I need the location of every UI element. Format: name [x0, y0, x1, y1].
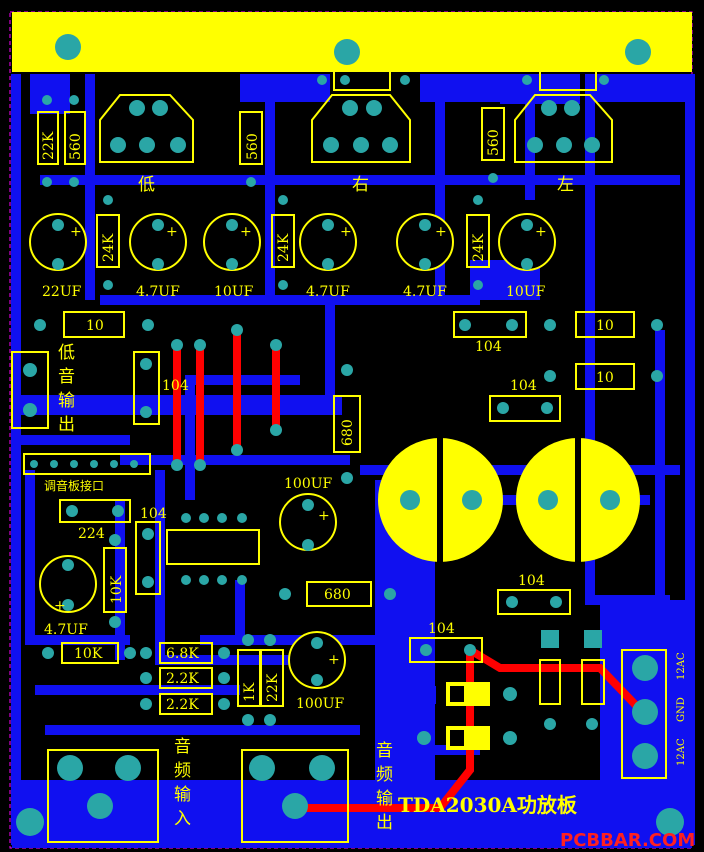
audio-input-label: 音 频 输 入: [174, 737, 191, 829]
svg-text:+: +: [340, 224, 352, 240]
label-10k-a: 10K: [74, 646, 103, 662]
label-10-b: 10: [596, 318, 614, 334]
channel-label-low: 低: [138, 175, 155, 195]
label-104-e: 104: [518, 573, 545, 589]
audio-output-char: 频: [376, 765, 393, 785]
power-label-12ac-top: 12AC: [676, 652, 687, 680]
label-560-b: 560: [245, 133, 261, 160]
low-output-char: 输: [58, 391, 75, 411]
pot-pads: [110, 100, 600, 153]
electrolytic-caps: [29, 213, 556, 689]
potentiometers: [99, 94, 613, 163]
svg-text:+: +: [435, 224, 447, 240]
audio-output-char: 音: [376, 741, 393, 761]
label-680-a: 680: [340, 419, 356, 446]
label-22k: 22K: [41, 131, 57, 160]
low-output-label: 低 音 输 出: [58, 343, 75, 435]
tone-interface-label: 调音板接口: [44, 478, 104, 493]
label-104-c: 104: [162, 378, 189, 394]
audio-input-char: 音: [174, 737, 191, 757]
mount-hole: [55, 34, 81, 60]
label-68k: 6.8K: [166, 646, 199, 662]
label-22k-b: 2.2K: [166, 671, 199, 687]
label-10-a: 10: [86, 318, 104, 334]
label-100uf-a: 100UF: [284, 476, 333, 492]
label-22k-d: 22K: [265, 673, 281, 702]
low-output-char: 音: [58, 367, 75, 387]
label-10uf-b: 10UF: [506, 284, 546, 300]
label-10uf-a: 10UF: [214, 284, 254, 300]
label-224: 224: [78, 526, 105, 542]
audio-input-char: 频: [174, 761, 191, 781]
filter-caps: [378, 438, 640, 562]
channel-label-right: 右: [352, 175, 369, 195]
label-47uf-a: 4.7UF: [136, 284, 180, 300]
label-10k-b: 10K: [109, 575, 125, 604]
label-104-f: 104: [428, 621, 455, 637]
label-1k: 1K: [242, 682, 258, 702]
label-680-b: 680: [324, 587, 351, 603]
channel-label-left: 左: [557, 175, 574, 195]
svg-text:+: +: [240, 224, 252, 240]
label-24k-a: 24K: [101, 233, 117, 262]
board-title: TDA2030A功放板: [398, 793, 578, 817]
label-104-b: 104: [510, 378, 537, 394]
label-22k-c: 2.2K: [166, 697, 199, 713]
audio-input-char: 入: [174, 809, 191, 829]
label-47uf-b: 4.7UF: [306, 284, 350, 300]
label-560-c: 560: [486, 129, 502, 156]
label-104-a: 104: [475, 339, 502, 355]
cap-pads: [52, 219, 533, 686]
mount-hole: [625, 39, 651, 65]
copper-traces: [11, 74, 695, 845]
red-traces: [173, 330, 653, 812]
svg-text:+: +: [328, 652, 340, 668]
polarity-marks: + + + + + + + + +: [54, 224, 547, 668]
low-output-char: 出: [58, 415, 75, 435]
label-47uf-d: 4.7UF: [44, 622, 88, 638]
label-22uf: 22UF: [42, 284, 82, 300]
label-104-d: 104: [140, 506, 167, 522]
label-10-c: 10: [596, 370, 614, 386]
audio-output-label: 音 频 输 出: [376, 741, 393, 833]
component-outlines: [11, 69, 667, 843]
watermark: PCBBAR.COM: [560, 830, 695, 851]
power-label-gnd: GND: [676, 697, 687, 722]
label-24k-b: 24K: [276, 233, 292, 262]
label-47uf-c: 4.7UF: [403, 284, 447, 300]
mount-hole: [334, 39, 360, 65]
label-560-a: 560: [68, 133, 84, 160]
power-label-12ac-bottom: 12AC: [676, 738, 687, 766]
component-pads: [16, 75, 684, 836]
audio-output-char: 输: [376, 789, 393, 809]
svg-text:+: +: [535, 224, 547, 240]
label-100uf-b: 100UF: [296, 696, 345, 712]
label-24k-c: 24K: [471, 233, 487, 262]
audio-input-char: 输: [174, 785, 191, 805]
low-output-char: 低: [58, 343, 75, 363]
audio-output-char: 出: [376, 813, 393, 833]
svg-text:+: +: [166, 224, 178, 240]
svg-text:+: +: [54, 598, 66, 614]
svg-text:+: +: [318, 508, 330, 524]
svg-text:+: +: [70, 224, 82, 240]
